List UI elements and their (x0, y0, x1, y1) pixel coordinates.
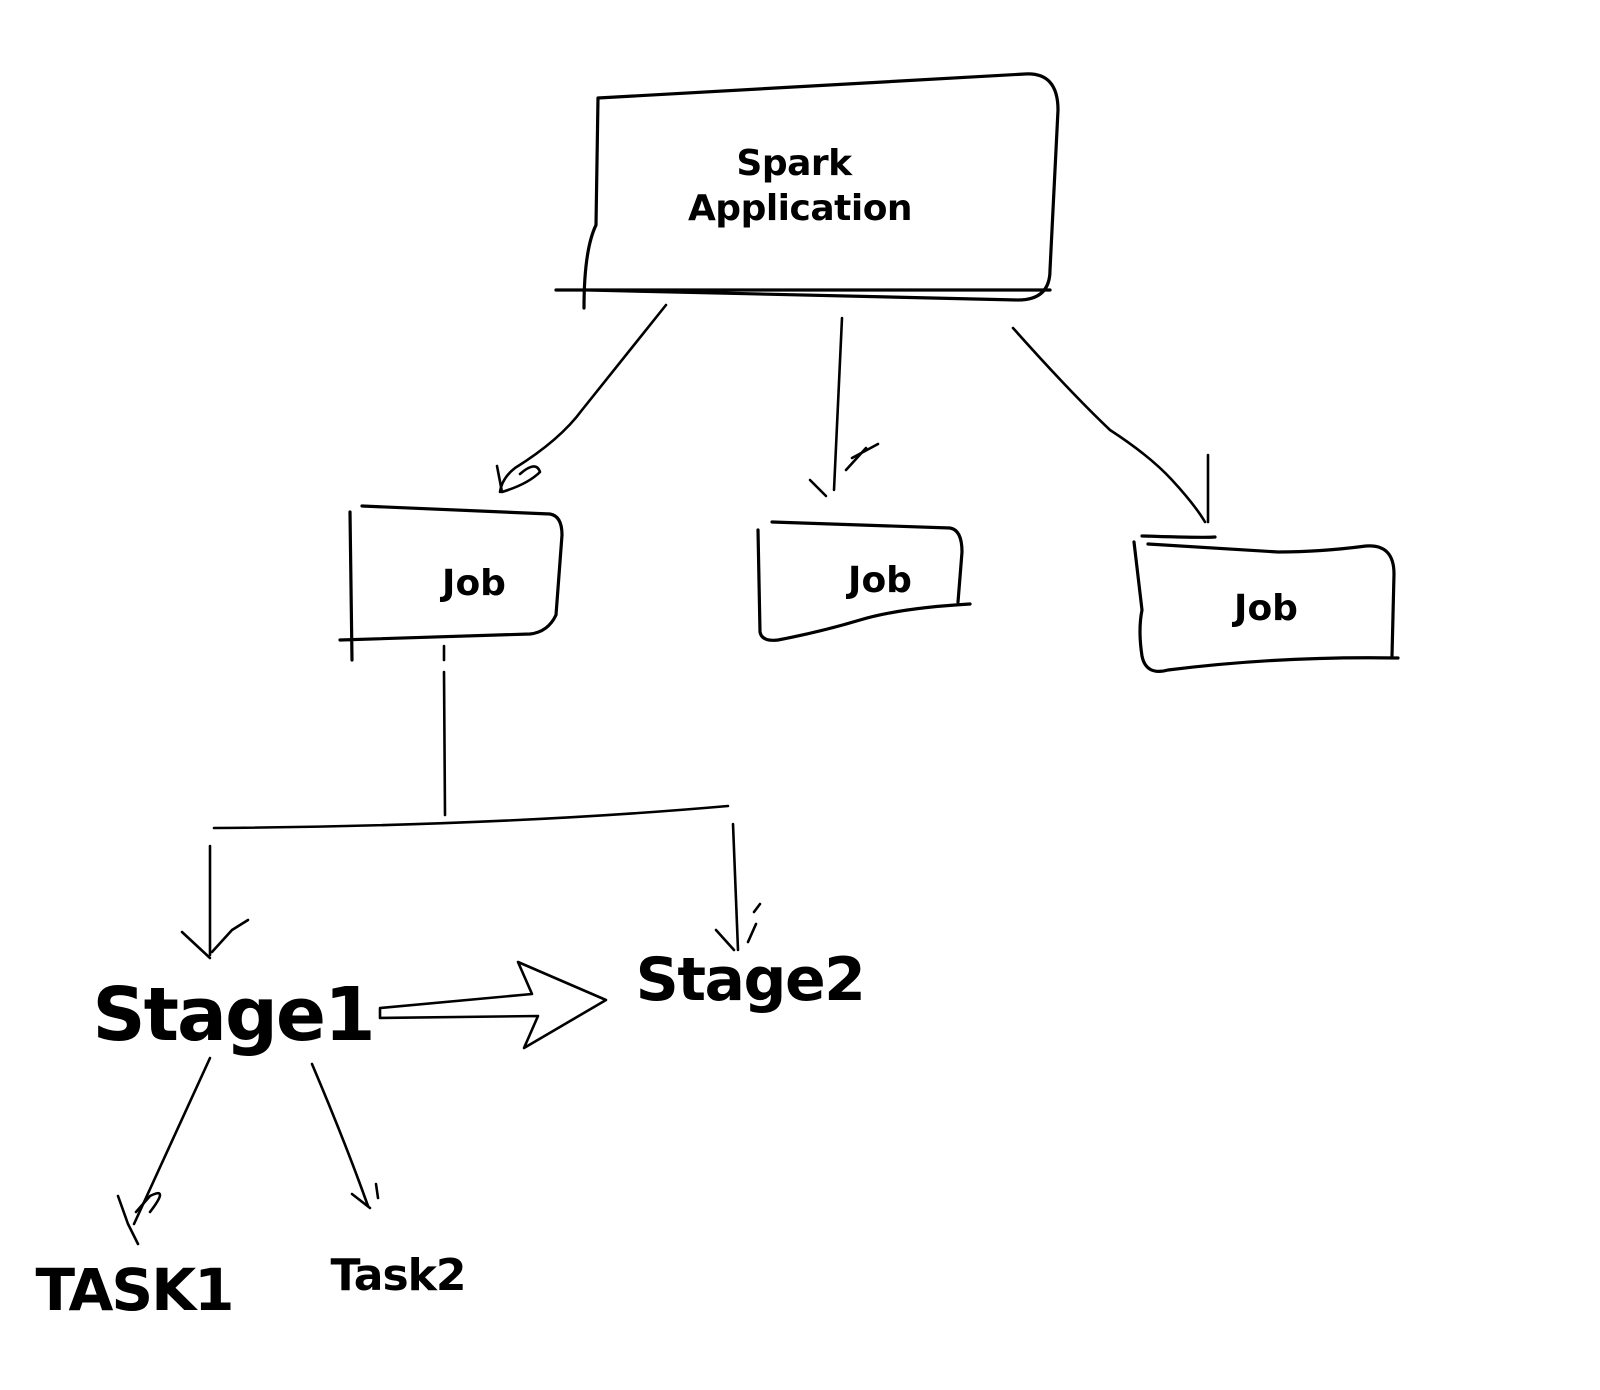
app-to-job-edges (495, 303, 1210, 524)
stage1-label: Stage1 (92, 972, 373, 1058)
task2-label: Task2 (330, 1250, 465, 1301)
arrowhead-stage1-task2 (350, 1182, 380, 1210)
job-box-1 (338, 504, 564, 662)
edge-app-job3 (1011, 326, 1207, 524)
spark-application-box (554, 72, 1060, 310)
edge-job1-trunk (442, 644, 447, 817)
job-box-2 (756, 520, 972, 642)
job-to-stages-edges (180, 644, 762, 960)
edge-app-job2 (832, 316, 844, 492)
edge-bus-stage2 (731, 822, 740, 952)
job-node-2: Job (756, 520, 972, 642)
stage1-to-stage2-arrow (378, 960, 608, 1050)
spark-application-node: Spark Application (554, 72, 1060, 310)
spark-application-label-line1: Spark (736, 143, 853, 184)
job-node-1: Job (338, 504, 564, 662)
stage-to-task-edges (116, 1056, 380, 1246)
edge-app-job1 (498, 303, 668, 494)
arrowhead-app-job2 (808, 442, 880, 498)
job-label-1: Job (439, 563, 506, 604)
stage2-label: Stage2 (636, 945, 865, 1015)
job-label-2: Job (845, 560, 912, 601)
arrowhead-app-job1 (495, 464, 542, 494)
job-box-3 (1132, 534, 1400, 673)
arrowhead-bus-stage1 (180, 918, 250, 960)
spark-application-label-line2: Application (688, 188, 912, 229)
arrowhead-stage1-task1 (116, 1191, 162, 1246)
job-label-3: Job (1231, 588, 1298, 629)
edge-stage1-task2 (310, 1062, 370, 1208)
arrowhead-bus-stage2 (714, 902, 762, 952)
job-node-3: Job (1132, 534, 1400, 673)
edge-stage1-task1 (132, 1056, 212, 1226)
edge-stage-bus (212, 804, 730, 830)
task1-label: TASK1 (35, 1256, 232, 1324)
